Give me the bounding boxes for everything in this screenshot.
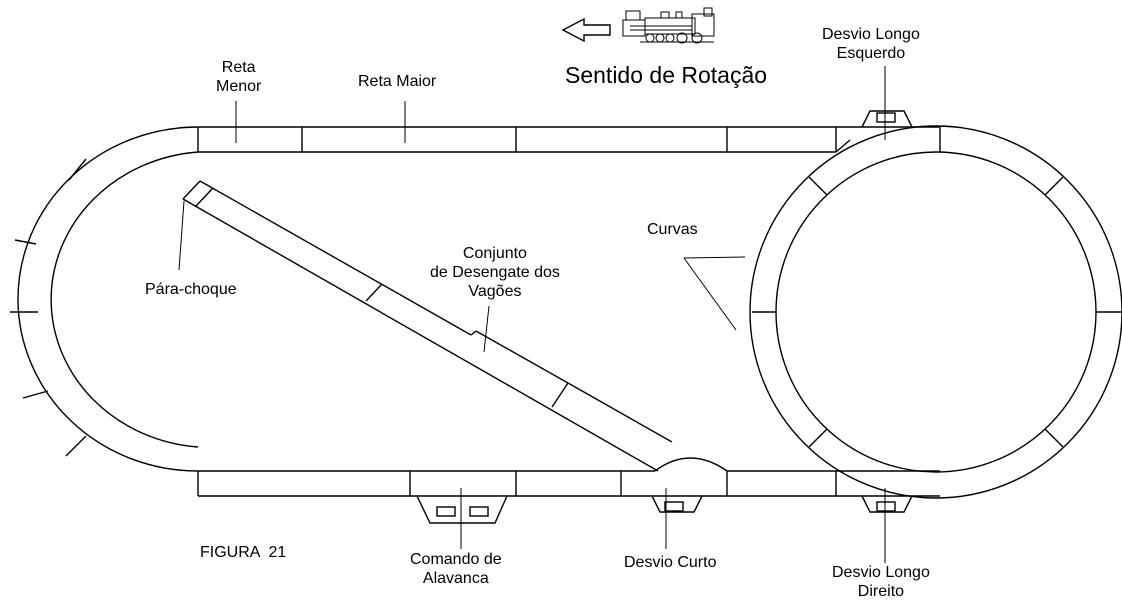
label-reta-menor: Reta Menor: [216, 59, 262, 95]
steam-locomotive-icon: [622, 7, 715, 44]
desvio-longo-direito-box: [835, 471, 913, 513]
left-arrow-icon: [561, 17, 611, 43]
left-turnout-branch: [835, 126, 870, 153]
direction-label: Sentido de Rotação: [565, 62, 768, 88]
desvio-curto-box: [651, 457, 728, 513]
figure-caption: FIGURA 21: [200, 544, 287, 561]
label-para-choque: Pára-choque: [145, 281, 237, 298]
left-curve-dividers: [10, 158, 87, 457]
desvio-longo-esquerdo-box: [861, 110, 941, 152]
label-curvas: Curvas: [647, 221, 698, 238]
label-desvio-longo-esquerdo: Desvio Longo Esquerdo: [822, 26, 920, 62]
right-loop-inner: [775, 151, 1097, 473]
label-reta-maior: Reta Maior: [358, 73, 437, 90]
right-loop-outer: [749, 125, 1122, 499]
label-conjunto-desengate: Conjunto de Desengate dos Vagões: [430, 245, 560, 300]
right-loop-dividers: [752, 176, 1122, 448]
left-curve-outer: [17, 126, 199, 472]
label-desvio-curto: Desvio Curto: [624, 554, 717, 571]
diagonal-siding: [182, 180, 673, 472]
left-curve-inner: [50, 151, 199, 448]
top-rail-dividers: [197, 127, 728, 152]
leader-lines: [178, 66, 886, 563]
label-comando-alavanca: Comando de Alavanca: [410, 551, 502, 587]
label-desvio-longo-direito: Desvio Longo Direito: [832, 564, 930, 600]
comando-de-alavanca-box: [416, 495, 508, 524]
bottom-rail-dividers: [197, 471, 728, 496]
